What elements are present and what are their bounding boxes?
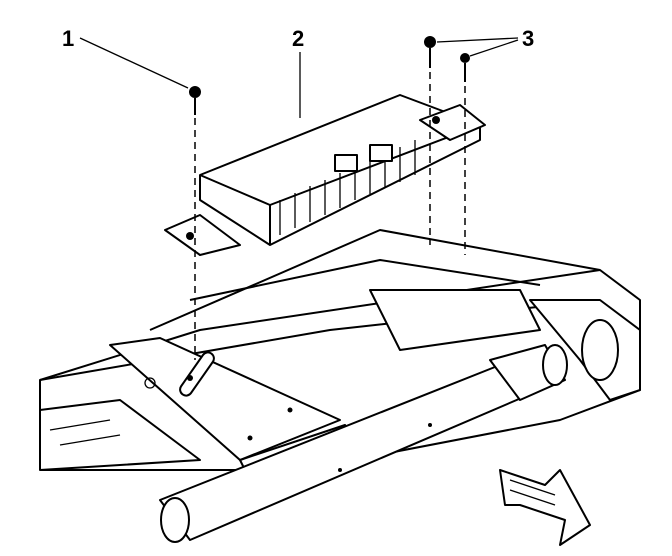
bolt-3a [424, 36, 436, 48]
leader-3a [436, 37, 519, 43]
bolt-1 [189, 86, 201, 98]
leader-3b [469, 39, 519, 57]
bolts [189, 36, 470, 360]
bolt-3b [460, 53, 470, 63]
callout-1: 1 [62, 26, 75, 51]
leader-1 [79, 37, 189, 89]
control-module [164, 94, 486, 256]
mounting-plate [109, 337, 346, 471]
callout-3: 3 [522, 26, 535, 51]
vehicle-frame [39, 229, 641, 471]
callout-2: 2 [292, 26, 305, 51]
connector-fins [279, 140, 416, 235]
driveshaft-tube [159, 344, 568, 543]
front-direction-arrow-icon [499, 469, 591, 546]
